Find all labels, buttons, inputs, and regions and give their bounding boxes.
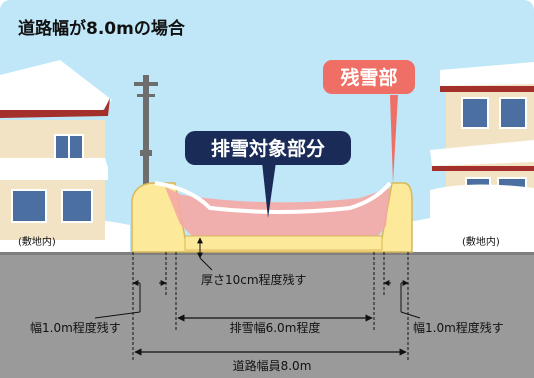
leave-depth-label: 厚さ10cm程度残す (201, 272, 307, 287)
remaining-snow-callout: 残雪部 (323, 60, 415, 183)
edge-left-arrows (94, 280, 167, 319)
left-house (0, 60, 112, 240)
removal-target-label: 排雪対象部分 (211, 137, 325, 160)
road-snow-profile (131, 181, 413, 253)
road-width-label: 道路幅員8.0m (233, 358, 312, 373)
page-title: 道路幅が8.0mの場合 (18, 18, 186, 39)
removal-width-label: 排雪幅6.0m程度 (230, 320, 321, 335)
premises-right-label: (敷地内) (462, 235, 500, 248)
premises-left-label: (敷地内) (18, 235, 56, 248)
utility-pole (134, 75, 158, 195)
snow-surface-top (154, 181, 392, 214)
remaining-layer (184, 235, 383, 251)
edge-right-label: 幅1.0m程度残す (413, 320, 504, 335)
edge-left-label: 幅1.0m程度残す (30, 320, 121, 335)
guide-lines (132, 252, 409, 360)
depth-indicator (197, 237, 213, 271)
edge-right-arrows (383, 280, 421, 319)
removal-target-callout: 排雪対象部分 (185, 131, 351, 218)
remaining-snow-label: 残雪部 (340, 66, 397, 89)
ground-line (0, 252, 534, 255)
right-house (430, 62, 534, 232)
